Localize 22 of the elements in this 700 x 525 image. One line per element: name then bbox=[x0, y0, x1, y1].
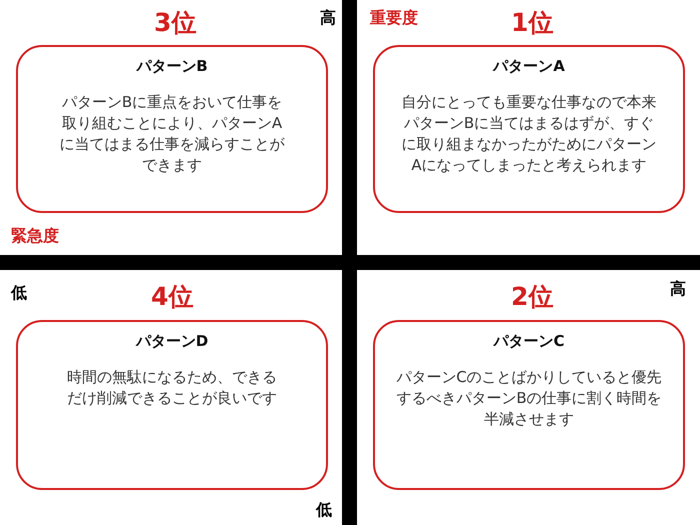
pattern-card bbox=[16, 45, 328, 213]
rank-label: 1位 bbox=[511, 7, 554, 39]
card-title: パターンD bbox=[136, 332, 208, 351]
axis-label: 重要度 bbox=[370, 8, 418, 29]
axis-label: 低 bbox=[316, 500, 332, 521]
card-text: パターンBに重点をおいて仕事を取り組むことにより、パターンAに当てはまる仕事を減らすことができます bbox=[58, 92, 286, 176]
rank-label: 2位 bbox=[511, 281, 554, 313]
rank-label: 3位 bbox=[154, 7, 196, 39]
card-title: パターンA bbox=[493, 57, 565, 76]
card-text: パターンCのことばかりしていると優先するべきパターンBの仕事に割く時間を半減させます bbox=[395, 367, 663, 430]
axis-label: 緊急度 bbox=[11, 226, 59, 247]
axis-label: 高 bbox=[670, 279, 686, 300]
axis-label: 低 bbox=[11, 283, 27, 304]
card-text: 時間の無駄になるため、できるだけ削減できることが良いです bbox=[66, 367, 278, 409]
card-text: 自分にとっても重要な仕事なので本来パターンBに当てはまるはずが、すぐに取り組まなかったがためにパターンAになってしまったと考えられます bbox=[400, 92, 658, 176]
pattern-card bbox=[16, 320, 328, 490]
pattern-card bbox=[373, 320, 685, 490]
pattern-card bbox=[373, 45, 685, 213]
rank-label: 4位 bbox=[151, 281, 194, 313]
card-title: パターンB bbox=[136, 57, 208, 76]
card-title: パターンC bbox=[493, 332, 564, 351]
axis-label: 高 bbox=[320, 8, 336, 29]
